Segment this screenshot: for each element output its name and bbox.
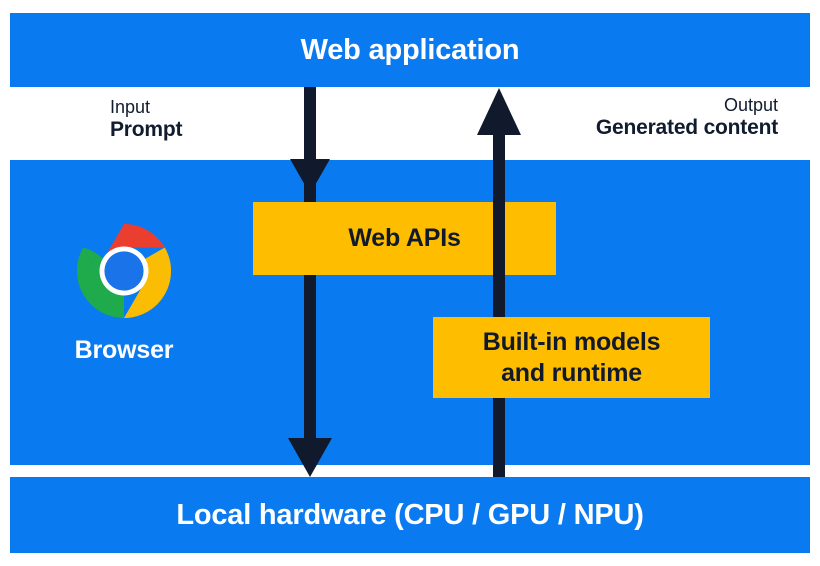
web-apis-label: Web APIs bbox=[348, 224, 461, 252]
built-in-models-label: Built-in models and runtime bbox=[483, 327, 661, 388]
local-hardware-band: Local hardware (CPU / GPU / NPU) bbox=[10, 477, 810, 553]
local-hardware-label: Local hardware (CPU / GPU / NPU) bbox=[176, 498, 644, 531]
input-prompt-label: Input Prompt bbox=[110, 97, 183, 143]
output-kicker: Output bbox=[723, 95, 778, 115]
built-in-models-box: Built-in models and runtime bbox=[433, 317, 710, 398]
output-value: Generated content bbox=[595, 116, 778, 140]
input-value: Prompt bbox=[110, 118, 183, 142]
browser-group: Browser bbox=[58, 222, 190, 365]
output-generated-content-label: Output Generated content bbox=[596, 95, 778, 141]
web-apis-box: Web APIs bbox=[253, 202, 556, 275]
chrome-logo-icon bbox=[76, 223, 172, 319]
built-in-models-line2: and runtime bbox=[501, 358, 642, 387]
browser-label: Browser bbox=[74, 336, 174, 364]
web-application-label: Web application bbox=[300, 33, 520, 66]
built-in-models-line1: Built-in models bbox=[482, 328, 661, 356]
web-application-band: Web application bbox=[10, 13, 810, 87]
input-kicker: Input bbox=[110, 97, 151, 117]
